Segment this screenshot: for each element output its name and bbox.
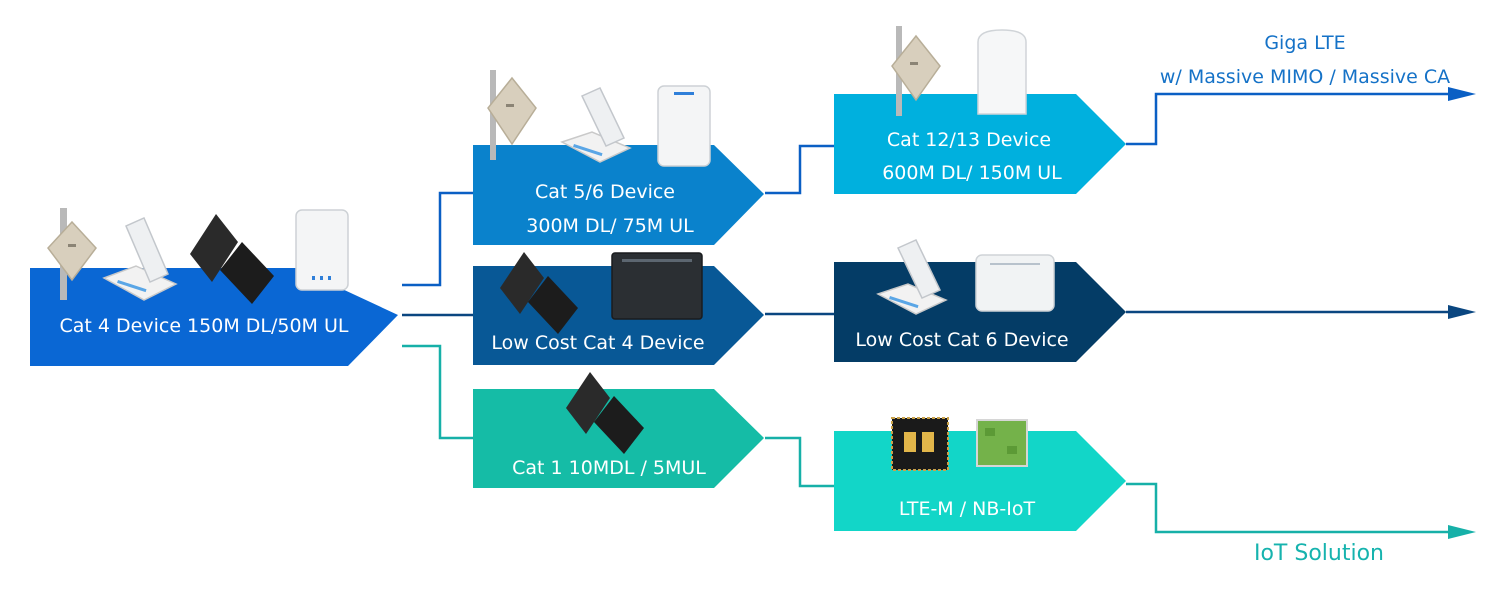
connector-cat4-to-cat1 <box>402 344 473 440</box>
node-lowcost6: Low Cost Cat 6 Device <box>834 239 1126 362</box>
indoor-router-icon <box>657 85 711 167</box>
node-lowcost6-label: Low Cost Cat 6 Device <box>855 329 1068 351</box>
node-cat1213-shape <box>834 94 1126 194</box>
usb-modem-icon <box>102 217 178 301</box>
mobile-hotspot-icon <box>500 252 578 334</box>
connector-cat56-to-cat1213 <box>765 144 834 195</box>
outcome-giga-lte-subtitle: w/ Massive MIMO / Massive CA <box>1160 66 1450 88</box>
desktop-router-icon <box>611 252 703 320</box>
node-cat56-line1: Cat 5/6 Device <box>535 181 675 203</box>
mobile-hotspot-icon <box>190 214 274 304</box>
arrowhead-giga-lte <box>1448 87 1476 101</box>
node-cat1-label: Cat 1 10MDL / 5MUL <box>512 457 706 479</box>
outcome-iot-solution: IoT Solution <box>1254 541 1384 566</box>
lte-module-chip-icon <box>891 417 949 471</box>
node-cat1: Cat 1 10MDL / 5MUL <box>473 372 764 488</box>
outdoor-cpe-icon <box>891 26 941 116</box>
arrowheads <box>1448 87 1476 539</box>
node-ltem: LTE-M / NB-IoT <box>834 417 1126 531</box>
connector-cat4-to-cat56 <box>402 191 473 287</box>
connector-lines <box>402 92 1450 534</box>
node-cat1213-line1: Cat 12/13 Device <box>887 129 1051 151</box>
node-cat4-label: Cat 4 Device 150M DL/50M UL <box>60 315 349 337</box>
node-cat56-line2: 300M DL/ 75M UL <box>526 215 694 237</box>
connector-cat1213-to-giga-lte <box>1126 92 1450 146</box>
node-cat1213: Cat 12/13 Device 600M DL/ 150M UL <box>834 26 1126 194</box>
arrowhead-iot <box>1448 525 1476 539</box>
node-lowcost4-label: Low Cost Cat 4 Device <box>491 332 704 354</box>
node-cat1213-line2: 600M DL/ 150M UL <box>882 162 1062 184</box>
nbiot-module-icon <box>976 419 1028 467</box>
node-lowcost4: Low Cost Cat 4 Device <box>473 252 764 365</box>
outcome-giga-lte-title: Giga LTE <box>1264 32 1345 54</box>
node-cat4-shape <box>30 268 398 366</box>
node-cat4: Cat 4 Device 150M DL/50M UL <box>30 208 398 366</box>
outdoor-cpe-icon <box>47 208 97 300</box>
node-cat56: Cat 5/6 Device 300M DL/ 75M UL <box>473 70 764 245</box>
outdoor-cpe-icon <box>487 70 537 160</box>
usb-modem-icon <box>560 87 632 163</box>
node-cat56-shape <box>473 145 764 245</box>
mobile-hotspot-icon <box>566 372 644 454</box>
usb-modem-icon <box>876 239 948 315</box>
wifi-router-icon <box>975 254 1055 312</box>
indoor-router-icon <box>295 209 349 291</box>
cylinder-router-icon <box>977 29 1027 115</box>
connector-ltem-to-iot <box>1126 482 1450 534</box>
node-ltem-label: LTE-M / NB-IoT <box>899 498 1036 520</box>
connector-cat1-to-ltem <box>765 436 834 488</box>
arrowhead-lowcost6 <box>1448 305 1476 319</box>
